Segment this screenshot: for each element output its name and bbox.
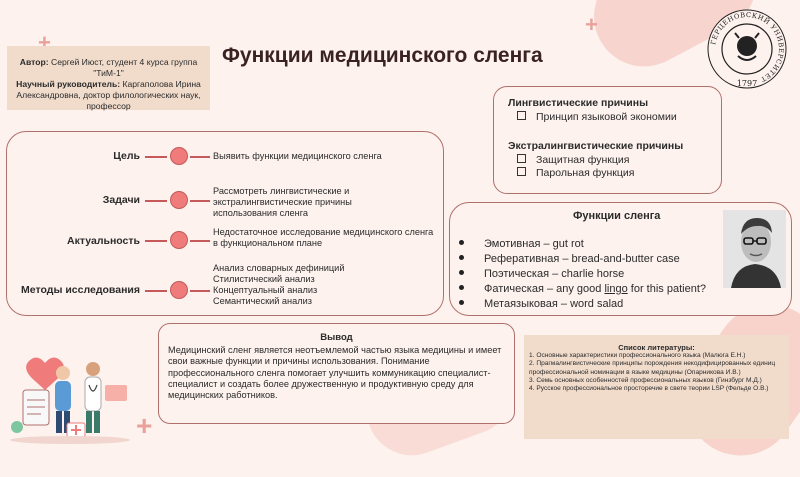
literature-item: 2. Прагмалингвистические принципы порожд… xyxy=(529,360,776,376)
function-item: Поэтическая – charlie horse xyxy=(459,268,624,280)
function-item: Фатическая – any good lingo for this pat… xyxy=(459,283,706,295)
author-box: Автор: Сергей Июст, студент 4 курса груп… xyxy=(7,46,210,111)
connector-line xyxy=(190,240,210,242)
portrait-photo xyxy=(723,210,786,288)
plus-decoration-icon: + xyxy=(585,12,598,37)
conclusion-box xyxy=(158,323,515,424)
methods-label: Методы исследования xyxy=(21,284,140,296)
university-seal-logo: ГЕРЦЕНОВСКИЙ УНИВЕРСИТЕТ 1797 xyxy=(707,9,787,89)
medical-team-illustration xyxy=(10,357,130,444)
page-title: Функции медицинского сленга xyxy=(222,44,543,67)
bullet-icon xyxy=(459,300,464,305)
literature-list: 1. Основные характеристики профессиональ… xyxy=(529,352,784,393)
connector-line xyxy=(190,200,210,202)
author-text: Сергей Июст, студент 4 курса группа "ТиМ… xyxy=(48,57,198,78)
connector-line xyxy=(145,200,167,202)
checkbox-icon xyxy=(517,111,526,120)
goal-desc: Выявить функции медицинского сленга xyxy=(213,151,382,161)
linguistic-reasons-title: Лингвистические причины xyxy=(508,97,649,109)
connector-line xyxy=(145,156,167,158)
connector-line xyxy=(145,240,167,242)
connector-line xyxy=(190,156,210,158)
relevance-label: Актуальность xyxy=(67,235,140,247)
conclusion-text: Медицинский сленг является неотъемлемой … xyxy=(168,345,502,401)
advisor-text: Каргаполова Ирина Александровна, доктор … xyxy=(16,79,201,111)
author-label: Автор: xyxy=(19,57,49,67)
connector-line xyxy=(190,290,210,292)
functions-title: Функции сленга xyxy=(573,210,661,222)
literature-title: Список литературы: xyxy=(618,343,695,352)
reason-item: Защитная функция xyxy=(517,154,629,166)
bullet-icon xyxy=(459,270,464,275)
research-panel xyxy=(6,131,444,316)
reason-item: Парольная функция xyxy=(517,167,634,179)
literature-item: 3. Семь основных особенностей профессион… xyxy=(529,376,762,384)
literature-box xyxy=(524,335,789,439)
row-dot-icon xyxy=(170,191,188,209)
extralinguistic-reasons-title: Экстралингвистические причины xyxy=(508,140,684,152)
plus-decoration-icon: + xyxy=(136,410,153,441)
row-dot-icon xyxy=(170,281,188,299)
relevance-desc: Недостаточное исследование медицинского … xyxy=(213,227,434,248)
advisor-label: Научный руководитель: xyxy=(16,79,121,89)
function-item: Метаязыковая – word salad xyxy=(459,298,623,310)
literature-item: 1. Основные характеристики профессиональ… xyxy=(529,352,746,359)
seal-year: 1797 xyxy=(737,79,757,88)
bullet-icon xyxy=(459,285,464,290)
reason-item: Принцип языковой экономии xyxy=(517,111,677,123)
row-dot-icon xyxy=(170,147,188,165)
conclusion-title: Вывод xyxy=(320,332,353,343)
connector-line xyxy=(145,290,167,292)
methods-desc: Анализ словарных дефиниций Стилистически… xyxy=(213,263,345,306)
checkbox-icon xyxy=(517,167,526,176)
tasks-desc: Рассмотреть лингвистические и экстралинг… xyxy=(213,186,352,218)
function-item: Эмотивная – gut rot xyxy=(459,238,584,250)
literature-item: 4. Русское профессиональное просторечие … xyxy=(529,385,769,393)
bullet-icon xyxy=(459,240,464,245)
row-dot-icon xyxy=(170,231,188,249)
function-item: Реферативная – bread-and-butter case xyxy=(459,253,680,265)
reasons-box xyxy=(493,86,722,194)
goal-label: Цель xyxy=(113,150,140,162)
tasks-label: Задачи xyxy=(102,194,140,206)
bullet-icon xyxy=(459,255,464,260)
checkbox-icon xyxy=(517,154,526,163)
